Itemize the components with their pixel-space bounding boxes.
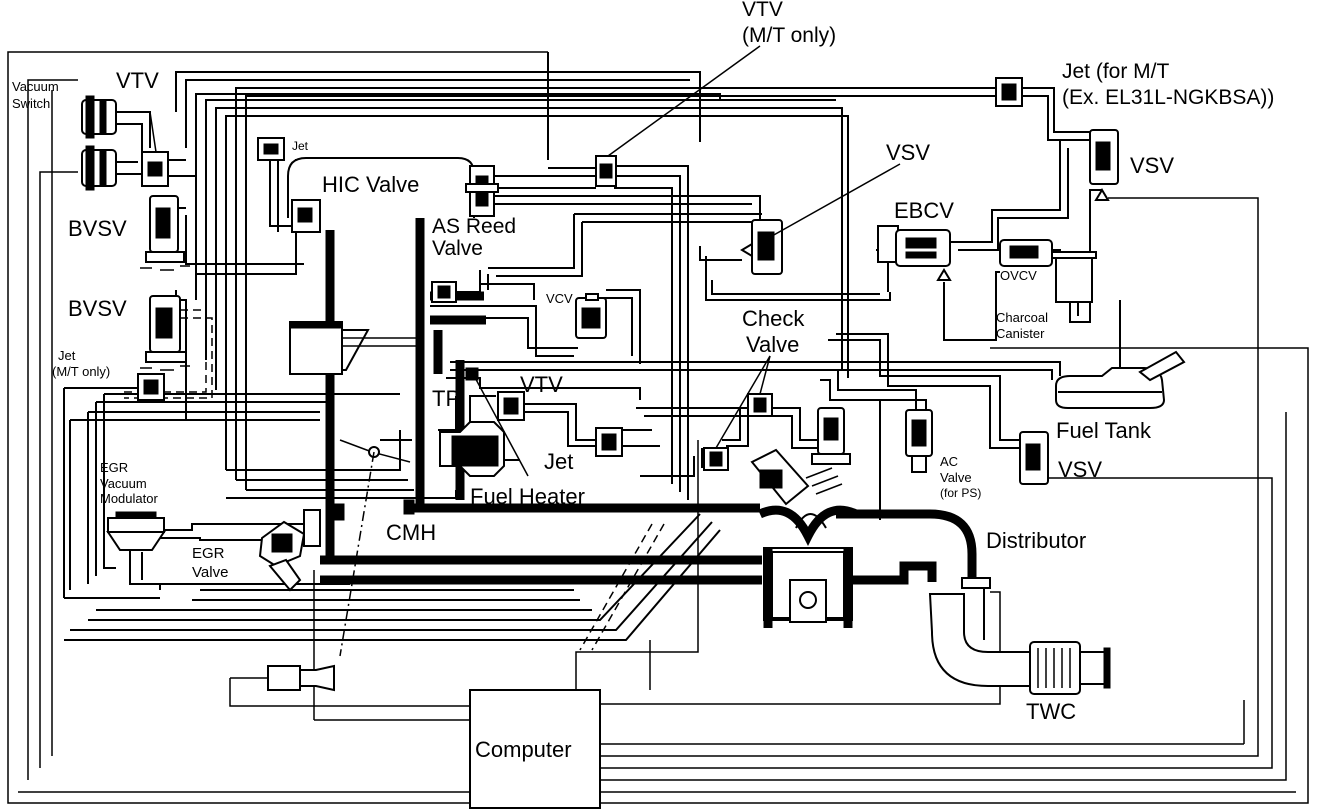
tp-label: TP <box>432 386 460 411</box>
egr-mod-label-1: EGR <box>100 460 128 475</box>
jet-small: Jet <box>257 137 309 161</box>
vtv-left-label: VTV <box>116 68 159 93</box>
bvsv-lower: BVSV <box>68 295 213 399</box>
bvsv-upper: BVSV <box>68 195 190 271</box>
ovcv: OVCV <box>999 239 1053 283</box>
vacuum-switch-label-2: Switch <box>12 96 50 111</box>
as-reed-label-2: Valve <box>432 237 483 260</box>
hic-valve-housing: HIC Valve <box>287 157 475 375</box>
bvsv-upper-label: BVSV <box>68 216 127 241</box>
cmh: CMH <box>333 499 436 545</box>
jet-top-note: (Ex. EL31L-NGKBSA)) <box>1062 86 1274 109</box>
vtv-mid-label: VTV <box>520 372 563 397</box>
engine-cylinder <box>750 448 858 628</box>
throttle-linkage <box>267 439 665 692</box>
ebcv: EBCV <box>877 198 954 281</box>
fuel-tank: Fuel Tank <box>1055 350 1186 443</box>
cmh-label: CMH <box>386 520 436 545</box>
distributor: Distributor <box>961 528 1086 640</box>
hic-valve-label: HIC Valve <box>322 172 419 197</box>
hic-small-valve <box>291 199 321 233</box>
check-valve-label-1: Check <box>742 306 805 331</box>
vacuum-switch-label-1: Vacuum <box>12 79 59 94</box>
ac-valve-label-3: (for PS) <box>940 486 981 500</box>
vtv-left: VTV <box>116 68 169 187</box>
vtv-top-label: VTV <box>742 0 783 21</box>
intake-manifold <box>320 210 977 585</box>
ac-valve-label-2: Valve <box>940 470 972 485</box>
charcoal-label-2: Canister <box>996 326 1045 341</box>
ovcv-label: OVCV <box>1000 268 1037 283</box>
charcoal-canister: Charcoal Canister <box>996 251 1097 341</box>
vsv-lower-right: VSV <box>1019 431 1102 485</box>
vacuum-switch: Vacuum Switch <box>12 79 151 191</box>
vcv: VCV <box>546 291 607 339</box>
egr-valve-label-2: Valve <box>192 564 228 581</box>
egr-valve-label-1: EGR <box>192 545 225 562</box>
vtv-top: VTV (M/T only) <box>595 0 836 187</box>
egr-mod-label-3: Modulator <box>100 491 158 506</box>
vsv-top-right: VSV <box>1089 129 1174 201</box>
jet-mt-label-1: Jet <box>58 348 76 363</box>
egr-valve: EGR Valve <box>192 509 321 592</box>
as-reed-valve: AS Reed Valve <box>431 165 516 303</box>
as-reed-label-1: AS Reed <box>432 215 516 238</box>
exhaust-twc: TWC <box>928 593 1111 724</box>
fuel-tank-label: Fuel Tank <box>1056 418 1152 443</box>
thermo-valve-right <box>811 407 851 465</box>
vsv-upper-label: VSV <box>886 140 930 165</box>
computer-wiring <box>7 51 1309 804</box>
jet-mid: Jet <box>544 427 623 474</box>
ac-valve: AC Valve (for PS) <box>905 409 981 500</box>
ac-valve-label-1: AC <box>940 454 958 469</box>
vsv-top-right-label: VSV <box>1130 153 1174 178</box>
egr-mod-label-2: Vacuum <box>100 476 147 491</box>
bvsv-lower-label: BVSV <box>68 296 127 321</box>
fuel-heater: Fuel Heater <box>465 367 585 509</box>
vacuum-hoses <box>63 52 1121 641</box>
computer-unit: Computer <box>469 689 601 809</box>
jet-mt-label-2: (M/T only) <box>52 364 110 379</box>
jet-mt-only: Jet (M/T only) <box>52 348 165 401</box>
fuel-heater-label: Fuel Heater <box>470 484 585 509</box>
vtv-mid: VTV <box>497 372 563 421</box>
vtv-top-note: (M/T only) <box>742 24 836 47</box>
vsv-upper-middle: VSV <box>740 140 930 275</box>
computer-label: Computer <box>475 737 572 762</box>
jet-top-right: Jet (for M/T (Ex. EL31L-NGKBSA)) <box>995 60 1274 109</box>
ebcv-label: EBCV <box>894 198 954 223</box>
jet-small-label: Jet <box>292 139 309 153</box>
throttle-positioner: TP <box>432 386 505 477</box>
distributor-label: Distributor <box>986 528 1086 553</box>
check-valve-label-2: Valve <box>746 332 799 357</box>
jet-top-label: Jet (for M/T <box>1062 60 1170 83</box>
check-valve: Check Valve <box>703 306 805 471</box>
egr-vacuum-modulator: EGR Vacuum Modulator <box>100 460 166 551</box>
vcv-label: VCV <box>546 291 573 306</box>
vsv-lower-right-label: VSV <box>1058 457 1102 482</box>
twc-label: TWC <box>1026 699 1076 724</box>
jet-mid-label: Jet <box>544 449 573 474</box>
charcoal-label-1: Charcoal <box>996 310 1048 325</box>
